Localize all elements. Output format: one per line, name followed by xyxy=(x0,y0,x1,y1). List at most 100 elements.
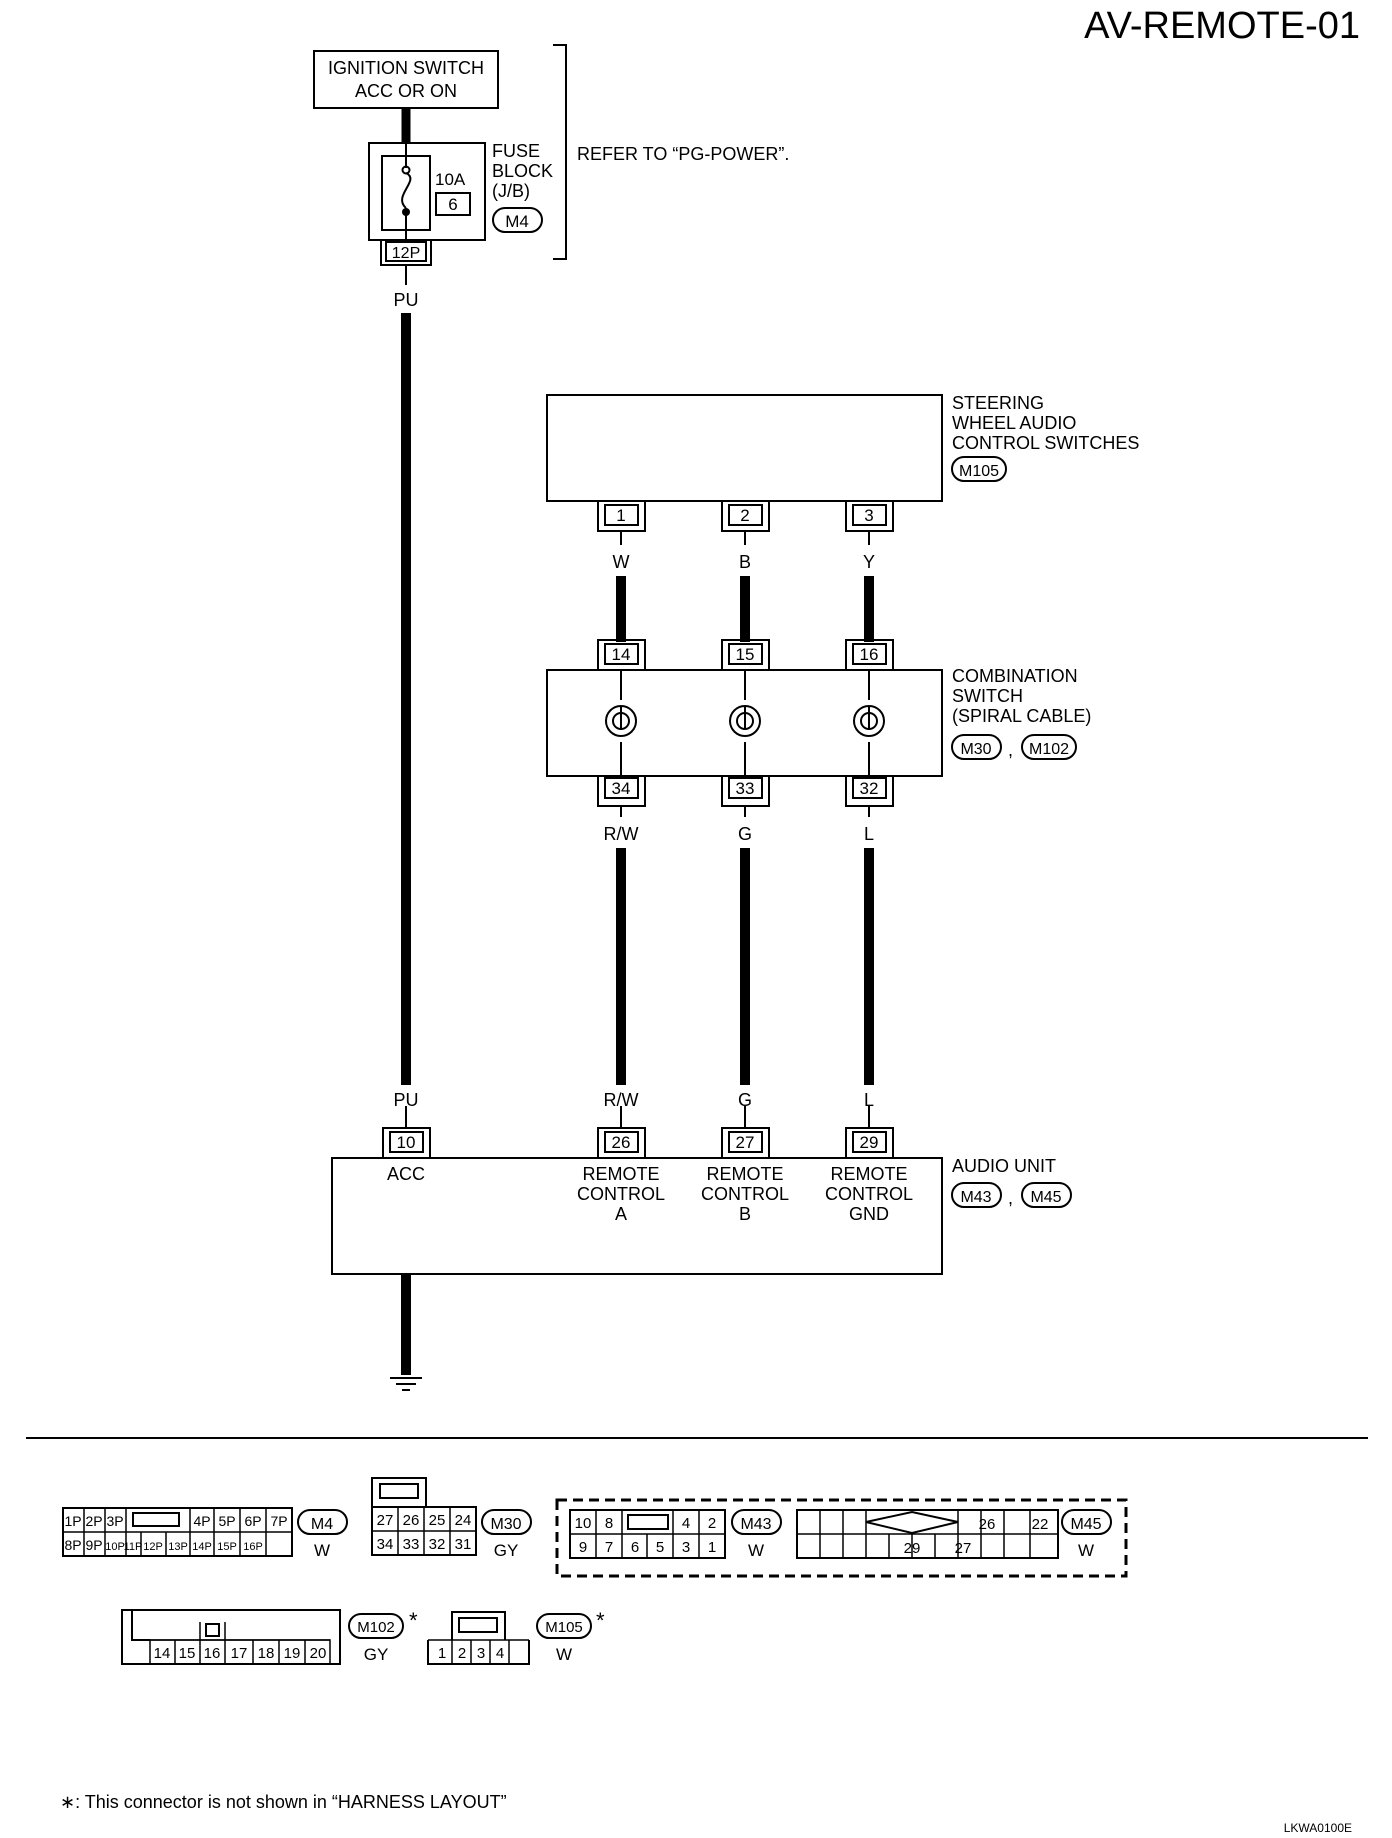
wire-color-l-bottom: L xyxy=(864,1090,874,1110)
m4-pin: 8P xyxy=(64,1537,81,1553)
m4-pin: 15P xyxy=(217,1541,237,1553)
m45-pin: 29 xyxy=(904,1540,921,1557)
steering-pin-label-2: 2 xyxy=(740,506,749,525)
m43-pin: 9 xyxy=(579,1539,587,1556)
m45-color: W xyxy=(1078,1541,1094,1560)
wire-color-g-top: G xyxy=(738,824,752,844)
audio-connector-badge-2 xyxy=(1021,1182,1072,1208)
m4-pin: 9P xyxy=(85,1537,102,1553)
fuse-icon xyxy=(401,172,412,209)
fuse-pin-label: 12P xyxy=(392,245,420,262)
refer-text: REFER TO “PG-POWER”. xyxy=(577,144,789,164)
m4-pin: 13P xyxy=(168,1541,188,1553)
m4-pin: 2P xyxy=(85,1513,102,1529)
audio-connector-id-1: M43 xyxy=(960,1189,991,1206)
combo-pin-33: 33 xyxy=(721,776,770,807)
audio-connector-id-2: M45 xyxy=(1030,1189,1061,1206)
combo-connector-badge-1 xyxy=(951,734,1002,760)
audio-terminal-gnd-1: REMOTE xyxy=(830,1164,907,1184)
connector-m43: 10 8 4 2 9 7 6 5 3 1 M43 W xyxy=(569,1509,782,1560)
m30-pin: 27 xyxy=(377,1512,394,1529)
m43-pin: 7 xyxy=(605,1539,613,1556)
m105-note-marker: * xyxy=(596,1608,605,1633)
m4-pin: 7P xyxy=(270,1513,287,1529)
m4-pin: 11P xyxy=(124,1541,143,1553)
m102-pin: 20 xyxy=(310,1645,327,1662)
connector-m105: 1 2 3 4 M105 * W xyxy=(427,1608,605,1665)
wire-color-b: B xyxy=(739,552,751,572)
m43-pin: 5 xyxy=(656,1539,664,1556)
steering-connector-badge xyxy=(951,456,1007,482)
fuse-label-1: FUSE xyxy=(492,141,540,161)
connector-group-m43-m45 xyxy=(555,1498,1128,1578)
wire-color-l-top: L xyxy=(864,824,874,844)
fuse-connector-badge xyxy=(492,207,543,233)
m4-pin: 6P xyxy=(244,1513,261,1529)
steering-pin-label-3: 3 xyxy=(864,506,873,525)
m4-pin: 10P xyxy=(105,1541,125,1553)
audio-pin-27: 27 xyxy=(721,1127,770,1158)
connector-m102: 14 15 16 17 18 19 20 M102 * GY xyxy=(121,1608,418,1665)
steering-label-3: CONTROL SWITCHES xyxy=(952,433,1139,453)
m43-pin: 10 xyxy=(575,1515,592,1532)
m102-id: M102 xyxy=(357,1619,395,1636)
wire-color-pu-bottom: PU xyxy=(393,1090,418,1110)
audio-connector-badge-1 xyxy=(951,1182,1002,1208)
steering-pin-1: 1 xyxy=(597,501,646,532)
audio-unit-label: AUDIO UNIT xyxy=(952,1156,1056,1176)
m102-note-marker: * xyxy=(409,1608,418,1633)
m43-pin: 3 xyxy=(682,1539,690,1556)
m4-pin: 5P xyxy=(218,1513,235,1529)
m102-pin: 14 xyxy=(154,1645,171,1662)
wire-color-pu-top: PU xyxy=(393,290,418,310)
connector-m45: 26 22 29 27 M45 W xyxy=(796,1509,1112,1560)
fuse-pin-12p xyxy=(385,241,427,262)
combo-pin-14: 14 xyxy=(597,639,646,670)
combo-pin-label-34: 34 xyxy=(612,779,631,798)
m4-color: W xyxy=(314,1541,330,1560)
combo-pin-label-16: 16 xyxy=(860,645,879,664)
combo-connector-id-2: M102 xyxy=(1029,741,1069,758)
fuse-amp: 10A xyxy=(435,170,466,189)
m43-pin: 6 xyxy=(631,1539,639,1556)
m43-pin: 8 xyxy=(605,1515,613,1532)
m102-pin: 15 xyxy=(179,1645,196,1662)
audio-pin-label-27: 27 xyxy=(736,1133,755,1152)
m102-color: GY xyxy=(364,1645,389,1664)
combo-connector-badge-2 xyxy=(1021,734,1077,760)
audio-terminal-gnd-2: CONTROL xyxy=(825,1184,913,1204)
wire-color-rw-top: R/W xyxy=(604,824,639,844)
fuse-label-3: (J/B) xyxy=(492,181,530,201)
m30-pin: 31 xyxy=(455,1536,472,1553)
ignition-switch: IGNITION SWITCH ACC OR ON xyxy=(313,50,499,109)
footnote: ∗: This connector is not shown in “HARNE… xyxy=(60,1792,507,1812)
m45-pin: 27 xyxy=(955,1540,972,1557)
combo-pin-34: 34 xyxy=(597,776,646,807)
m30-color: GY xyxy=(494,1541,519,1560)
m102-pin: 17 xyxy=(231,1645,248,1662)
audio-unit-box xyxy=(331,1157,943,1275)
m4-pin: 14P xyxy=(192,1541,212,1553)
audio-terminal-b-1: REMOTE xyxy=(706,1164,783,1184)
steering-pin-label-1: 1 xyxy=(616,506,625,525)
m4-pin: 3P xyxy=(106,1513,123,1529)
fuse-number: 6 xyxy=(448,195,457,214)
audio-pin-label-29: 29 xyxy=(860,1133,879,1152)
steering-switch-box xyxy=(546,394,943,502)
combo-label-3: (SPIRAL CABLE) xyxy=(952,706,1091,726)
m4-pin: 1P xyxy=(64,1513,81,1529)
fuse-block: 10A 6 xyxy=(368,142,486,241)
m43-pin: 4 xyxy=(682,1515,690,1532)
m43-pin: 1 xyxy=(708,1539,716,1556)
m105-id: M105 xyxy=(545,1619,583,1636)
m45-id: M45 xyxy=(1070,1516,1101,1533)
m105-pin: 4 xyxy=(496,1645,504,1662)
wire-color-g-bottom: G xyxy=(738,1090,752,1110)
m4-pin: 16P xyxy=(243,1541,263,1553)
ground-icon xyxy=(390,1377,422,1391)
audio-terminal-a-1: REMOTE xyxy=(582,1164,659,1184)
wire-color-w: W xyxy=(613,552,630,572)
m30-pin: 25 xyxy=(429,1512,446,1529)
m4-pin: 4P xyxy=(193,1513,210,1529)
combo-label-2: SWITCH xyxy=(952,686,1023,706)
